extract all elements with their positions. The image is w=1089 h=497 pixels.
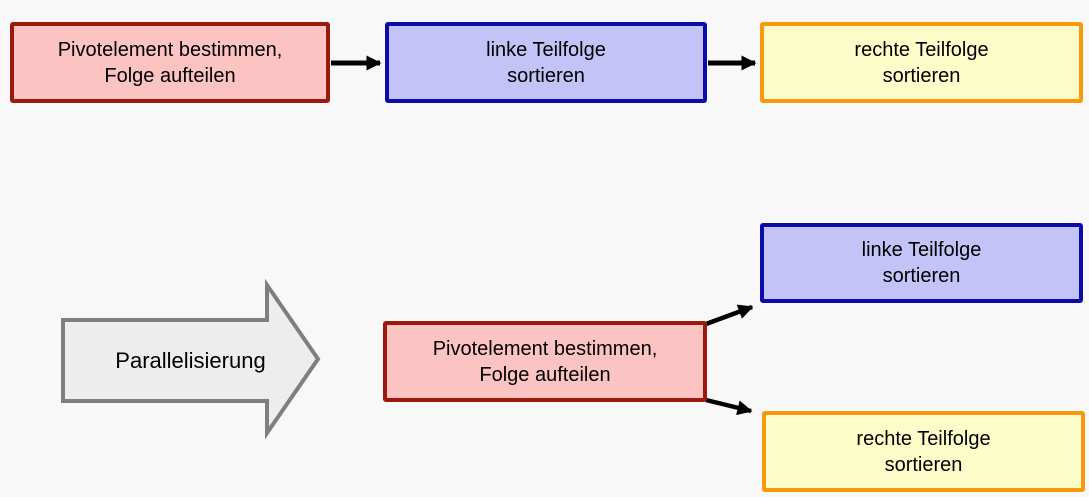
seq-left-label: linke Teilfolge sortieren (486, 38, 606, 87)
seq-right-label: rechte Teilfolge sortieren (854, 38, 989, 87)
parallelisierung-block-arrow (61, 278, 321, 440)
par-pivot-label: Pivotelement bestimmen, Folge aufteilen (432, 337, 658, 386)
seq-pivot-label: Pivotelement bestimmen, Folge aufteilen (57, 38, 283, 87)
par-left-label: linke Teilfolge sortieren (861, 239, 982, 287)
seq-pivot-box: Pivotelement bestimmen, Folge aufteilen (10, 22, 330, 103)
parallelisierung-label: Parallelisierung (115, 347, 266, 373)
seq-left-box: linke Teilfolge sortieren (385, 22, 707, 103)
split-arrow-down (705, 397, 753, 416)
par-pivot-box: Pivotelement bestimmen, Folge aufteilen (383, 321, 707, 402)
seq-right-box: rechte Teilfolge sortieren (760, 22, 1083, 103)
par-right-label: rechte Teilfolge sortieren (856, 427, 991, 476)
split-arrow-up (705, 304, 754, 327)
par-right-box: rechte Teilfolge sortieren (762, 411, 1085, 492)
par-left-box: linke Teilfolge sortieren (760, 223, 1083, 303)
